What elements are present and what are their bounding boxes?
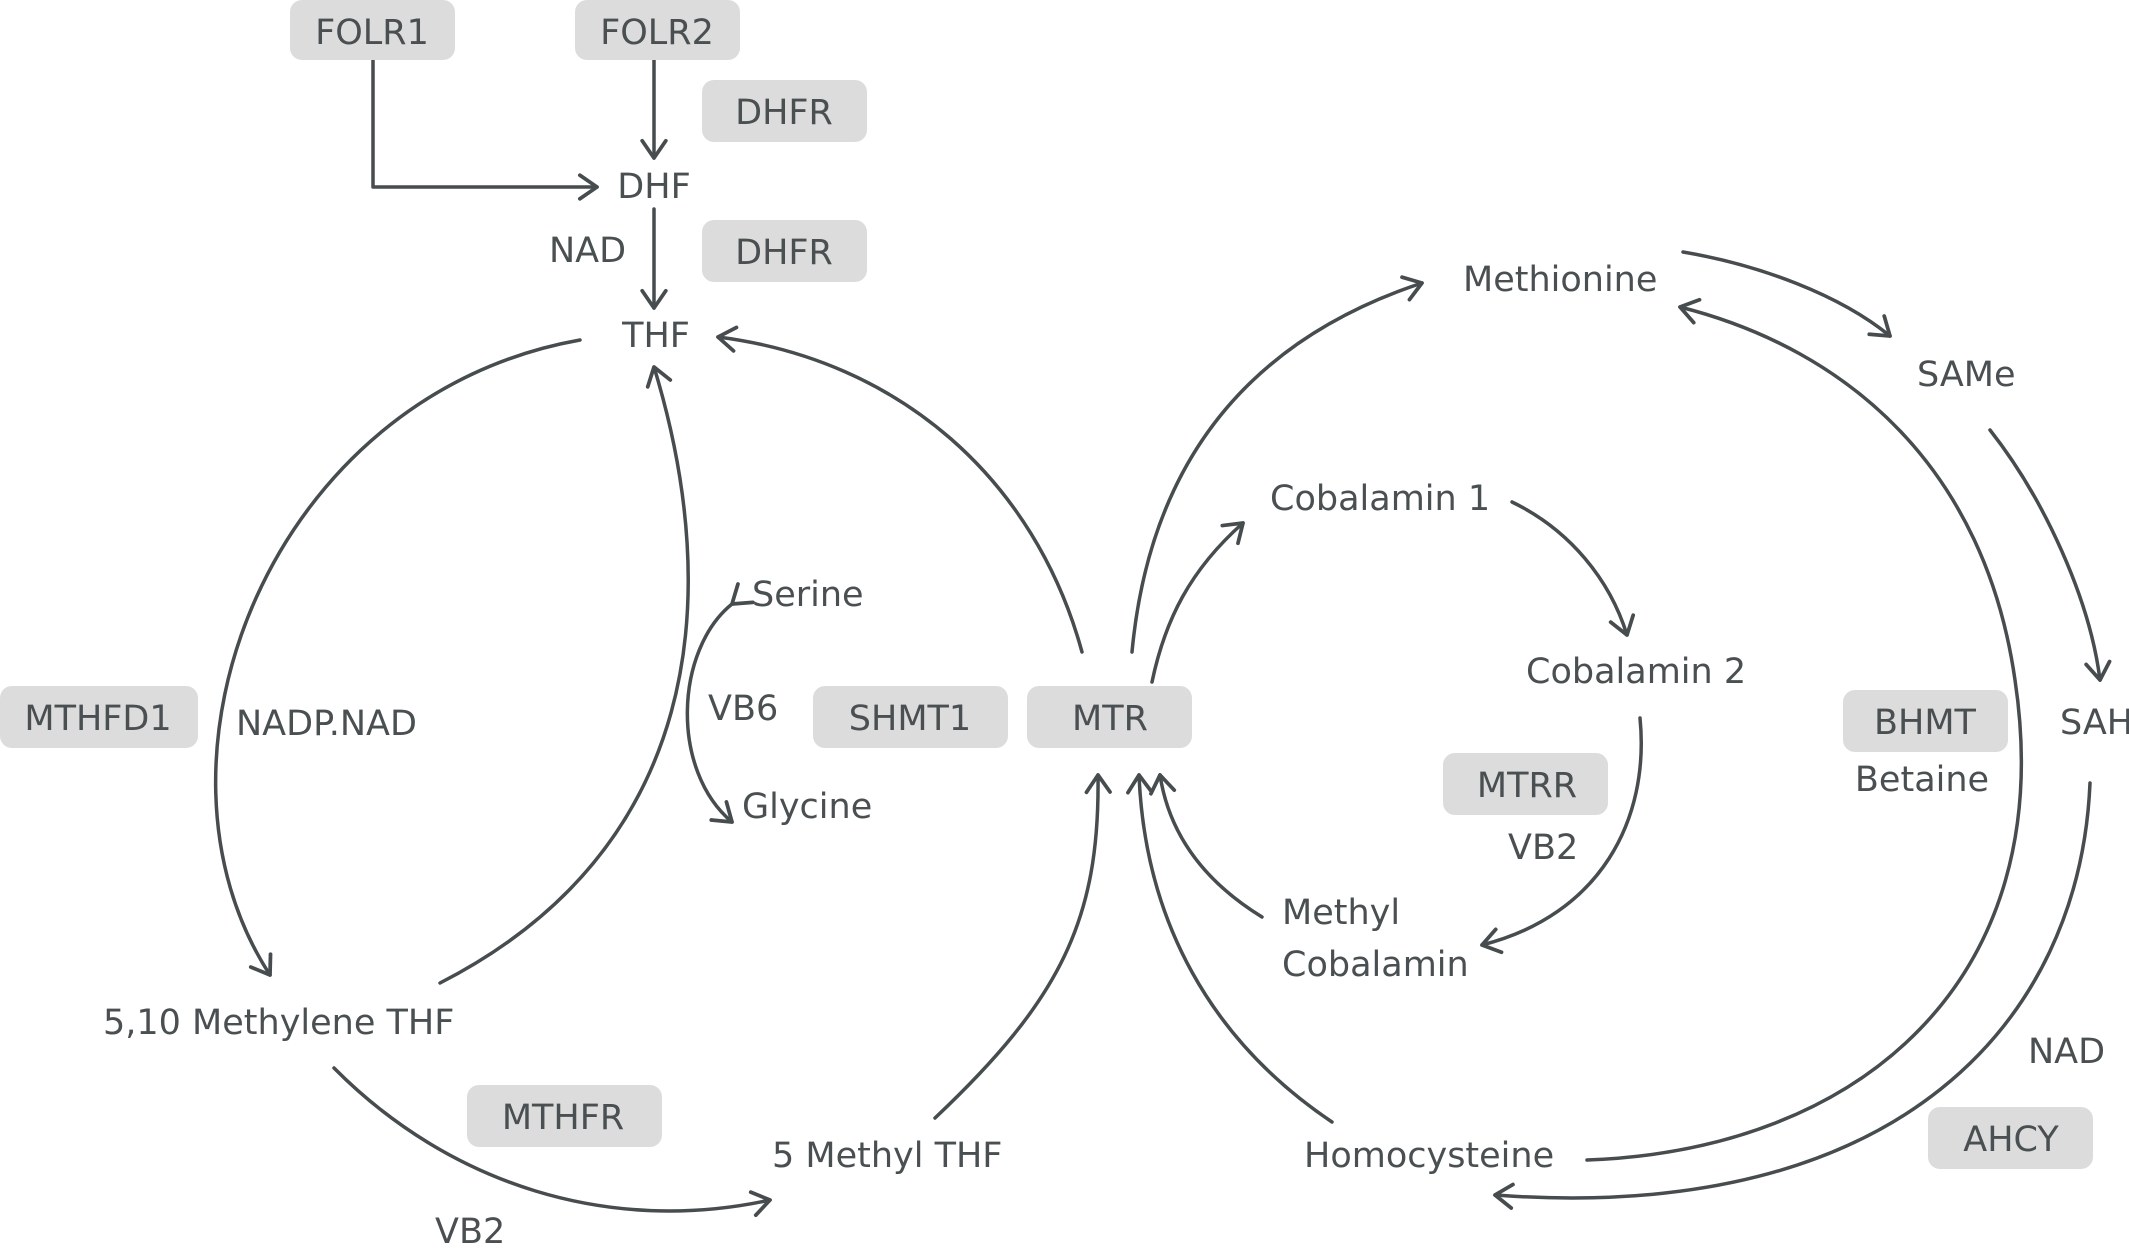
cofactor-nadp-nad: NADP.NAD [236, 704, 417, 744]
edge-same-to-sah [1988, 428, 2112, 682]
enzyme-box [813, 686, 1008, 748]
enzyme-label: DHFR [735, 233, 833, 273]
metabolite-methyl-thf: 5 Methyl THF [772, 1136, 1002, 1176]
enzymes: FOLR1 FOLR2 DHFR DHFR MTHFD1 SHMT1 MTR [0, 0, 2093, 1169]
enzyme-folr2: FOLR2 [575, 0, 740, 60]
edge-homocysteine-to-mtr [1126, 773, 1334, 1124]
edges [214, 58, 2112, 1218]
metabolite-methylene-thf: 5,10 Methylene THF [103, 1003, 454, 1043]
metabolites: DHF THF Serine Glycine 5,10 Methylene TH… [103, 167, 2129, 1176]
enzyme-folr1: FOLR1 [290, 0, 455, 60]
enzyme-ahcy: AHCY [1928, 1107, 2093, 1169]
enzyme-label: SHMT1 [849, 699, 971, 739]
enzyme-mthfr: MTHFR [467, 1085, 662, 1147]
edge-serine-glycine [685, 582, 755, 824]
enzyme-shmt1: SHMT1 [813, 686, 1008, 748]
enzyme-box [575, 0, 740, 60]
enzyme-label: FOLR2 [600, 13, 714, 53]
enzyme-dhfr-2: DHFR [702, 220, 867, 282]
enzyme-label: DHFR [735, 93, 833, 133]
edge-mtr-to-thf [716, 325, 1084, 654]
enzyme-box [702, 220, 867, 282]
enzyme-box [1928, 1107, 2093, 1169]
edge-mtr-to-cobalamin-1 [1150, 521, 1245, 684]
metabolite-methionine: Methionine [1463, 260, 1657, 300]
enzyme-mtr: MTR [1027, 686, 1192, 748]
cofactor-nad-top: NAD [549, 231, 626, 271]
enzyme-box [467, 1085, 662, 1147]
metabolite-cobalamin-2: Cobalamin 2 [1526, 652, 1746, 692]
cofactors: NAD NADP.NAD VB6 VB2 VB2 NAD [236, 231, 2105, 1252]
enzyme-dhfr-1: DHFR [702, 80, 867, 142]
edge-mtr-to-methionine [1130, 275, 1424, 654]
metabolite-methyl-cobalamin-line-2: Cobalamin [1282, 945, 1469, 985]
enzyme-mthfd1: MTHFD1 [0, 686, 198, 748]
edge-sah-to-homocysteine [1493, 781, 2092, 1210]
edge-methionine-to-same [1681, 250, 1892, 338]
enzyme-label: MTHFR [502, 1098, 624, 1138]
enzyme-label: AHCY [1963, 1120, 2059, 1160]
metabolite-same: SAMe [1917, 355, 2016, 395]
enzyme-box [1027, 686, 1192, 748]
cofactor-vb2-left: VB2 [435, 1212, 505, 1252]
edge-methyl-cobalamin-to-mtr [1149, 773, 1264, 919]
metabolite-betaine: Betaine [1855, 760, 1989, 800]
enzyme-label: MTR [1072, 699, 1148, 739]
metabolite-methyl-cobalamin-line-1: Methyl [1282, 893, 1400, 933]
edge-homocysteine-to-methionine [1585, 297, 2024, 1162]
enzyme-box [1843, 690, 2008, 752]
enzyme-box [0, 686, 198, 748]
edge-cobalamin-1-to-cobalamin-2 [1510, 500, 1636, 637]
enzyme-label: MTRR [1477, 766, 1577, 806]
metabolite-cobalamin-1: Cobalamin 1 [1270, 479, 1490, 519]
metabolite-thf: THF [621, 316, 690, 356]
edge-methyl-thf-to-mtr [933, 773, 1112, 1120]
cofactor-vb6: VB6 [708, 689, 778, 729]
edge-methylene-thf-to-methyl-thf [332, 1066, 772, 1218]
metabolite-glycine: Glycine [742, 787, 872, 827]
cofactor-nad-right: NAD [2028, 1032, 2105, 1072]
enzyme-mtrr: MTRR [1443, 753, 1608, 815]
metabolite-dhf: DHF [617, 167, 690, 207]
metabolite-sah: SAH [2060, 703, 2129, 743]
metabolite-homocysteine: Homocysteine [1304, 1136, 1554, 1176]
edge-folr1-to-dhf [371, 58, 599, 201]
edge-methylene-thf-to-thf [438, 365, 690, 985]
enzyme-box [702, 80, 867, 142]
enzyme-label: BHMT [1874, 703, 1977, 743]
enzyme-box [290, 0, 455, 60]
cofactor-vb2-right: VB2 [1508, 828, 1578, 868]
enzyme-label: MTHFD1 [24, 699, 171, 739]
enzyme-bhmt: BHMT [1843, 690, 2008, 752]
edge-cobalamin-2-to-methyl-cobalamin [1480, 716, 1643, 955]
edge-thf-to-methylene-thf [214, 338, 582, 977]
enzyme-label: FOLR1 [315, 13, 429, 53]
enzyme-box [1443, 753, 1608, 815]
metabolite-serine: Serine [752, 575, 864, 615]
